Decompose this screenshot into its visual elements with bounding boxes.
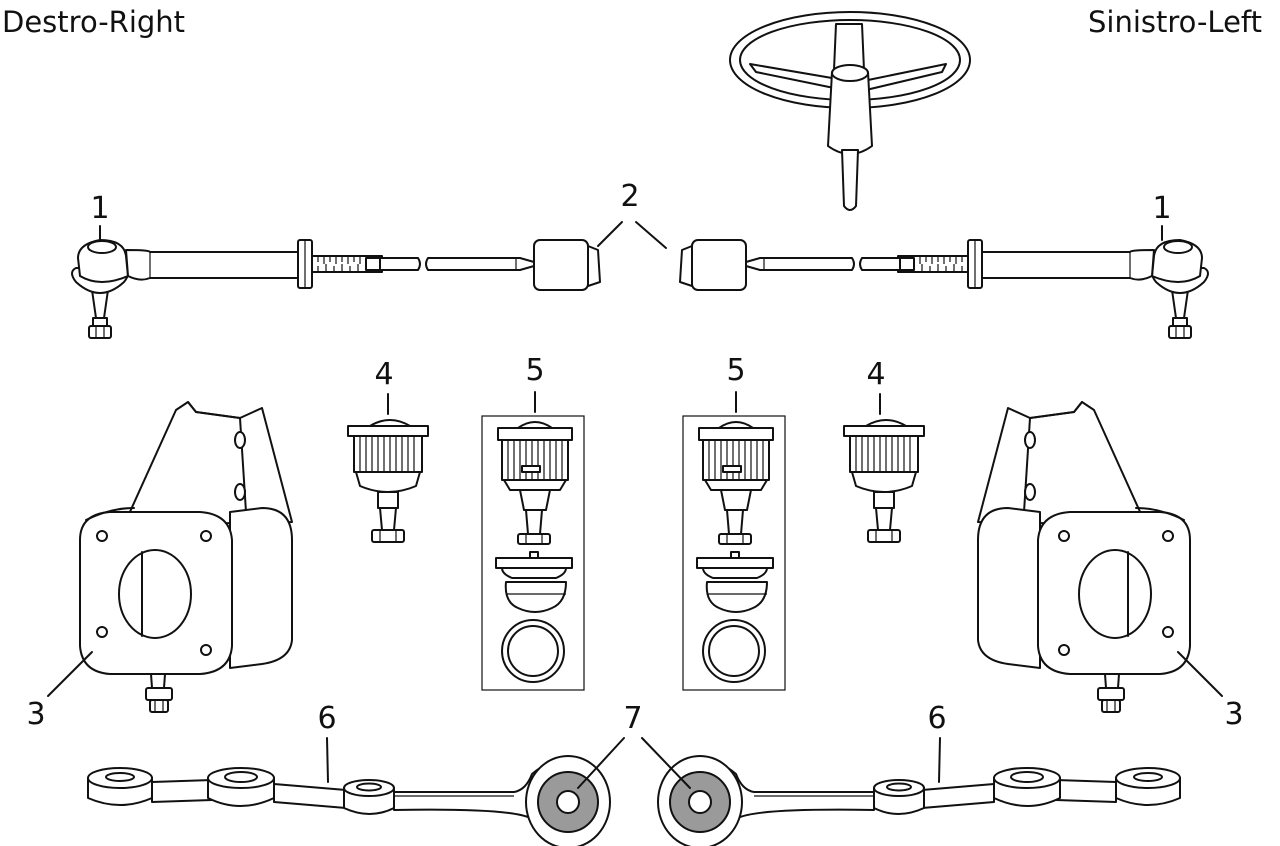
callout-3-right: 3 xyxy=(26,697,45,732)
callout-4-left: 4 xyxy=(866,357,885,392)
callout-1-right: 1 xyxy=(90,191,109,226)
ball-joint-left xyxy=(843,419,925,543)
steering-knuckle-right xyxy=(79,401,293,713)
callout-6-left: 6 xyxy=(927,701,946,736)
callout-6-right: 6 xyxy=(317,701,336,736)
idler-arm-left xyxy=(657,755,1181,846)
callout-7: 7 xyxy=(623,701,642,736)
tie-rod-right xyxy=(71,239,601,339)
tie-rod-left xyxy=(679,239,1209,339)
callout-1-left: 1 xyxy=(1152,191,1171,226)
ball-joint-kit-left xyxy=(682,415,786,691)
steering-wheel xyxy=(729,11,971,211)
steering-knuckle-left xyxy=(977,401,1191,713)
ball-joint-right xyxy=(347,419,429,543)
label-destro-right: Destro-Right xyxy=(2,5,186,39)
callout-4-right: 4 xyxy=(374,357,393,392)
leader-lines xyxy=(47,221,1223,789)
idler-arm-right xyxy=(87,755,611,846)
callout-5-left: 5 xyxy=(726,353,745,388)
label-sinistro-left: Sinistro-Left xyxy=(1088,5,1262,39)
callout-5-right: 5 xyxy=(525,353,544,388)
ball-joint-kit-right xyxy=(481,415,585,691)
callout-2: 2 xyxy=(620,179,639,214)
callout-3-left: 3 xyxy=(1224,697,1243,732)
